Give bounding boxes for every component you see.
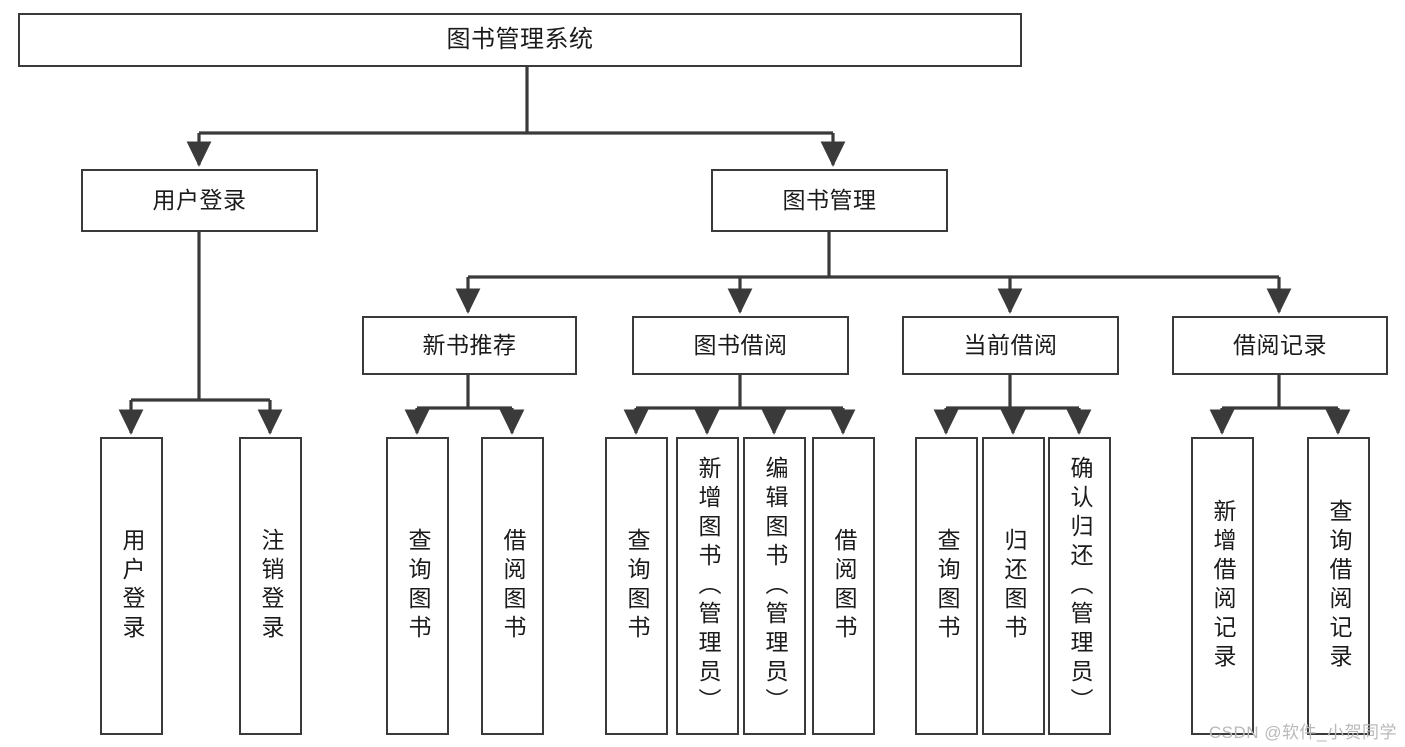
- node-root-book-management-system[interactable]: 图书管理系统: [18, 13, 1022, 67]
- node-label: 借阅图书: [500, 528, 526, 644]
- node-label: 借阅记录: [1233, 331, 1327, 358]
- leaf-query-book-3[interactable]: 查询图书: [915, 437, 978, 735]
- leaf-edit-book[interactable]: 编辑图书（管理员）: [743, 437, 806, 735]
- leaf-user-logout[interactable]: 注销登录: [239, 437, 302, 735]
- leaf-user-login[interactable]: 用户登录: [100, 437, 163, 735]
- node-label: 新增图书（管理员）: [695, 455, 721, 717]
- node-label: 图书管理系统: [446, 25, 594, 53]
- csdn-watermark: CSDN @软件_小贺同学: [1208, 723, 1397, 742]
- leaf-add-borrow-record[interactable]: 新增借阅记录: [1191, 437, 1254, 735]
- node-label: 归还图书: [1001, 528, 1027, 644]
- node-label: 当前借阅: [963, 331, 1058, 358]
- node-label: 确认归还（管理员）: [1067, 455, 1093, 717]
- node-user-login[interactable]: 用户登录: [81, 169, 318, 232]
- leaf-add-book[interactable]: 新增图书（管理员）: [676, 437, 739, 735]
- node-current-borrow[interactable]: 当前借阅: [902, 316, 1119, 375]
- node-borrow-record[interactable]: 借阅记录: [1172, 316, 1388, 375]
- node-label: 图书借阅: [693, 331, 788, 358]
- node-label: 新增借阅记录: [1210, 499, 1236, 673]
- leaf-query-borrow-record[interactable]: 查询借阅记录: [1307, 437, 1370, 735]
- node-book-management[interactable]: 图书管理: [711, 169, 948, 232]
- leaf-query-book-1[interactable]: 查询图书: [386, 437, 449, 735]
- node-label: 查询图书: [934, 528, 960, 644]
- node-label: 编辑图书（管理员）: [762, 455, 788, 717]
- node-label: 查询借阅记录: [1326, 499, 1352, 673]
- leaf-return-book[interactable]: 归还图书: [982, 437, 1045, 735]
- node-label: 借阅图书: [831, 528, 857, 644]
- node-label: 图书管理: [782, 186, 877, 213]
- leaf-borrow-book-2[interactable]: 借阅图书: [812, 437, 875, 735]
- leaf-borrow-book-1[interactable]: 借阅图书: [481, 437, 544, 735]
- node-book-borrow[interactable]: 图书借阅: [632, 316, 849, 375]
- leaf-query-book-2[interactable]: 查询图书: [605, 437, 668, 735]
- node-label: 查询图书: [624, 528, 650, 644]
- node-label: 注销登录: [258, 528, 284, 644]
- node-label: 用户登录: [119, 528, 145, 644]
- node-label: 用户登录: [152, 186, 247, 213]
- leaf-confirm-return[interactable]: 确认归还（管理员）: [1048, 437, 1111, 735]
- node-label: 查询图书: [405, 528, 431, 644]
- node-new-book-recommend[interactable]: 新书推荐: [362, 316, 577, 375]
- node-label: 新书推荐: [422, 331, 517, 358]
